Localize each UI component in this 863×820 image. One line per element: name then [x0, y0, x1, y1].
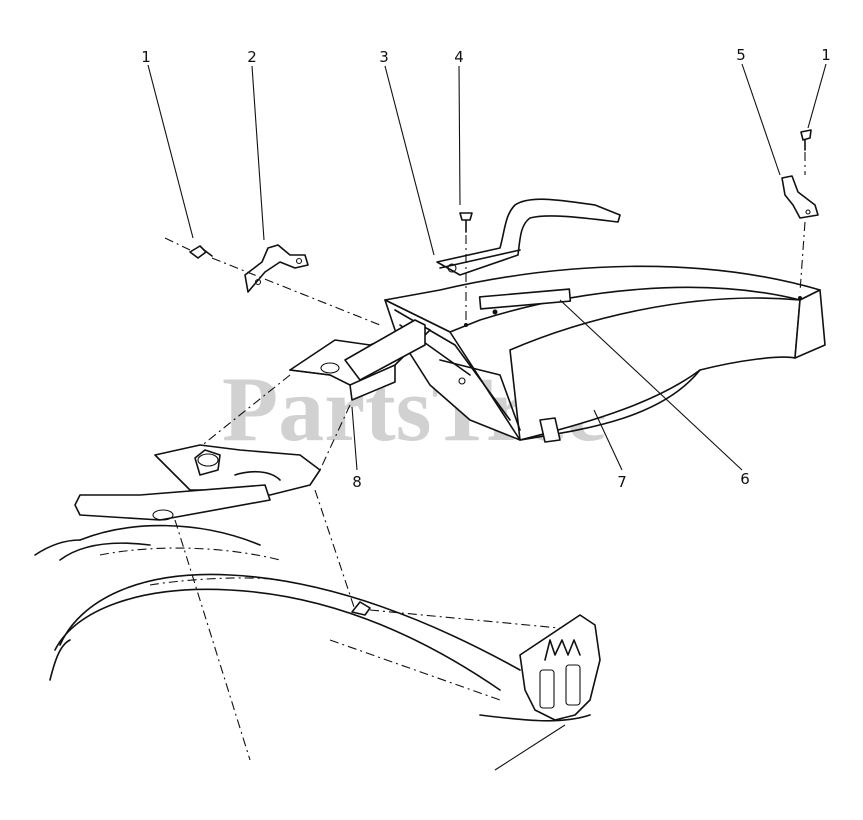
mower-deck [34, 444, 601, 771]
callout-1-left: 1 [141, 48, 151, 66]
bracket-part-2 [244, 244, 309, 293]
callout-leaders [147, 63, 827, 471]
callout-3: 3 [379, 48, 389, 66]
callout-labels: 1 2 3 4 5 1 7 6 8 [141, 46, 831, 491]
assembly-lines [164, 152, 806, 761]
callout-6: 6 [740, 470, 750, 488]
callout-2: 2 [247, 48, 257, 66]
callout-8: 8 [352, 473, 362, 491]
callout-7: 7 [617, 473, 627, 491]
callout-5: 5 [736, 46, 746, 64]
callout-4: 4 [454, 48, 464, 66]
fasteners [189, 129, 812, 259]
callout-1-right: 1 [821, 46, 831, 64]
deflector-handle [436, 198, 621, 276]
bracket-part-5 [781, 175, 819, 219]
mount-bracket [289, 319, 431, 401]
decal [478, 288, 572, 310]
